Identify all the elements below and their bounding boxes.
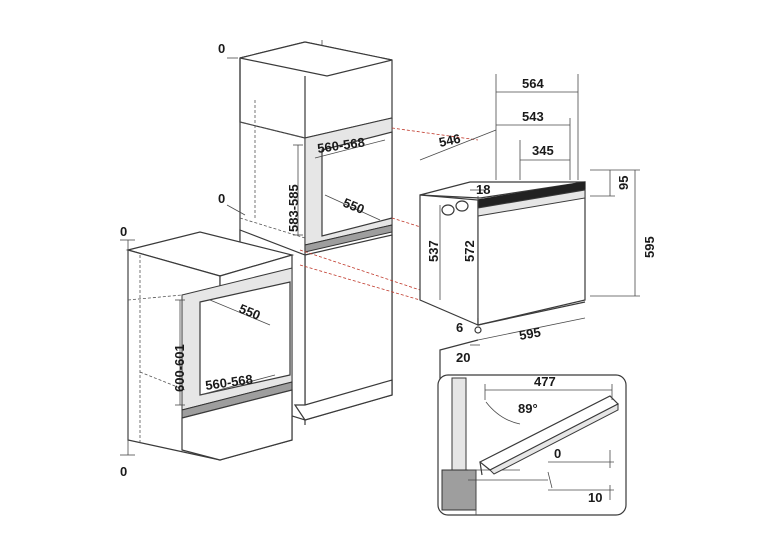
label-oven-front-gap: 20	[456, 350, 470, 365]
label-oven-depth-total: 564	[522, 76, 544, 91]
alignment-guides	[299, 127, 479, 301]
label-oven-depth-back: 345	[532, 143, 554, 158]
label-door-gap-ten: 10	[588, 490, 602, 505]
label-oven-side-height: 537	[426, 240, 441, 262]
label-oven-depth-side: 546	[438, 131, 462, 150]
label-tall-opening-height: 583-585	[286, 184, 301, 232]
label-oven-panel-height: 95	[616, 176, 631, 190]
tall-cabinet-dimensions	[226, 57, 386, 236]
label-zero-left-top: 0	[120, 224, 127, 239]
door-detail-inset	[437, 339, 627, 516]
label-oven-bottom-gap: 6	[456, 320, 463, 335]
label-oven-top-offset: 18	[476, 182, 490, 197]
label-oven-body-height: 572	[462, 240, 477, 262]
label-zero-left-bottom: 0	[120, 464, 127, 479]
label-door-gap-zero: 0	[554, 446, 561, 461]
label-low-opening-width: 560-568	[204, 371, 253, 392]
oven	[419, 181, 586, 334]
label-low-opening-height: 600-601	[172, 344, 187, 392]
label-door-clearance: 477	[534, 374, 556, 389]
label-door-angle: 89°	[518, 401, 538, 416]
label-zero-mid-tall: 0	[218, 191, 225, 206]
low-cabinet-dimensions	[120, 239, 276, 456]
oven-dimensions	[419, 74, 640, 346]
low-cabinet	[125, 231, 295, 461]
label-oven-width: 595	[518, 324, 542, 343]
label-tall-opening-width: 560-568	[316, 134, 365, 155]
label-oven-depth-body: 543	[522, 109, 544, 124]
label-oven-total-height: 595	[642, 236, 657, 258]
label-zero-top-tall: 0	[218, 41, 225, 56]
